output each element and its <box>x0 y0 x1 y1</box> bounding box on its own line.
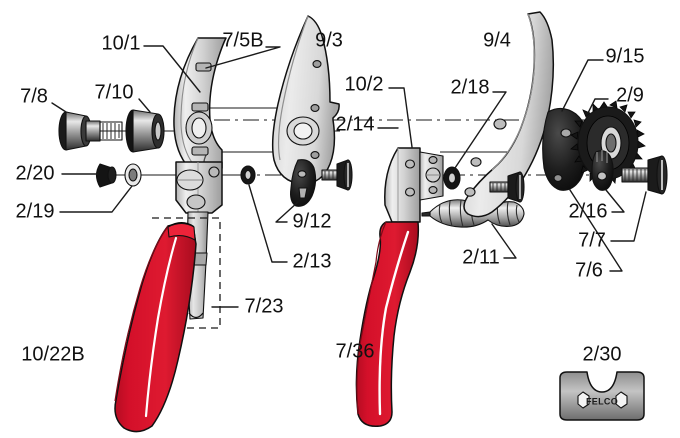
label-10-22b: 10/22B <box>21 343 84 365</box>
part-10-1-left-body <box>152 37 227 329</box>
label-2-20: 2/20 <box>16 162 55 184</box>
part-number-labels: 7/8 7/10 10/1 7/5B 9/3 9/4 9/15 2/9 10/2… <box>16 29 645 365</box>
label-7-7: 7/7 <box>578 229 606 251</box>
label-9-12: 9/12 <box>293 210 332 232</box>
part-7-6-slotted-screw <box>489 171 525 203</box>
leader-lines <box>51 45 647 308</box>
part-10-22b-left-grip <box>114 222 197 433</box>
label-7-8: 7/8 <box>20 85 48 107</box>
part-2-18-washer <box>443 166 461 190</box>
label-7-36: 7/36 <box>336 340 375 362</box>
part-7-5b-blade-pins <box>191 62 212 156</box>
part-2-30-felco-plate: FELCO <box>559 371 645 421</box>
part-9-12-blade-catch-latch <box>290 159 317 207</box>
label-7-5b: 7/5B <box>222 29 263 51</box>
part-9-15-cam-plate <box>542 107 589 191</box>
label-2-16: 2/16 <box>569 200 608 222</box>
label-2-30: 2/30 <box>583 343 622 365</box>
part-7-36-right-grip <box>355 221 420 427</box>
label-7-10: 7/10 <box>95 81 134 103</box>
label-2-14: 2/14 <box>336 113 375 135</box>
part-2-20-rubber-cone <box>95 163 117 188</box>
label-10-2: 10/2 <box>345 73 384 95</box>
label-2-18: 2/18 <box>451 76 490 98</box>
label-7-6: 7/6 <box>575 259 603 281</box>
part-7-10-bushing-nut <box>125 109 165 153</box>
label-2-11: 2/11 <box>462 246 499 268</box>
part-2-14-center-screw <box>321 159 353 191</box>
label-9-4: 9/4 <box>483 29 511 51</box>
label-2-9: 2/9 <box>616 84 644 106</box>
label-2-19: 2/19 <box>16 200 55 222</box>
part-2-16-lock-lever <box>591 150 614 191</box>
felco-brand-mark: FELCO <box>586 396 618 406</box>
label-10-1: 10/1 <box>102 32 141 54</box>
part-9-3-cutting-blade <box>271 15 340 185</box>
label-9-3: 9/3 <box>315 29 343 51</box>
part-10-2-right-body <box>384 147 444 223</box>
part-2-19-flat-washer <box>124 163 142 187</box>
label-7-23: 7/23 <box>245 295 284 317</box>
label-9-15: 9/15 <box>606 45 645 67</box>
part-2-13-small-washer <box>240 165 256 185</box>
part-7-7-slotted-screw <box>621 155 668 195</box>
label-2-13: 2/13 <box>293 250 332 272</box>
